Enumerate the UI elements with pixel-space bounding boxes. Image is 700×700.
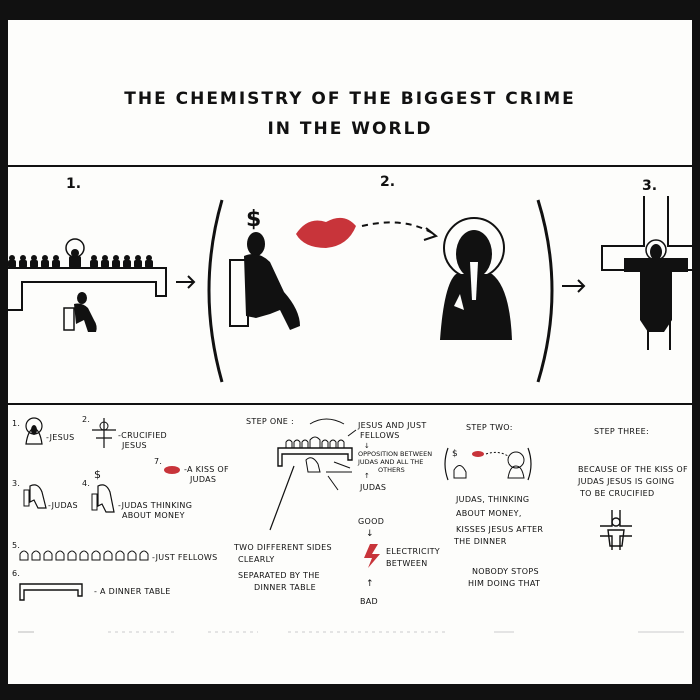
panel-2-kiss: $ xyxy=(207,199,586,383)
legend-crucified-icon xyxy=(92,418,116,448)
judas-figure-money xyxy=(229,232,300,330)
step-two-judas xyxy=(453,465,467,479)
dollar-sign-icon: $ xyxy=(246,207,261,232)
title-line-2: IN THE WORLD xyxy=(267,119,432,139)
legend-fellows-icon xyxy=(19,550,149,561)
step-one-fellows xyxy=(285,436,345,448)
step-three-heading: STEP THREE: xyxy=(594,427,649,436)
step-three-text-1: BECAUSE OF THE KISS OF xyxy=(578,465,688,474)
judas-figure-seated xyxy=(63,292,97,332)
electricity-label-2: BETWEEN xyxy=(386,559,428,568)
up-arrow-glyph: ↑ xyxy=(364,472,370,480)
legend-label-table: - A DINNER TABLE xyxy=(94,587,171,596)
legend-jesus-icon xyxy=(25,417,43,445)
legend-label-crucified: -CRUCIFIED xyxy=(118,431,167,440)
up-arrow-glyph-2: ↑ xyxy=(366,579,374,589)
title-line-1: THE CHEMISTRY OF THE BIGGEST CRIME xyxy=(124,89,575,109)
step-three-crucified-icon xyxy=(600,510,632,550)
step-two-jesus xyxy=(507,451,525,469)
legend-label-judas: -JUDAS xyxy=(48,501,78,510)
artwork: THE CHEMISTRY OF THE BIGGEST CRIME IN TH… xyxy=(8,89,692,633)
opposition-label-2: JUDAS AND ALL THE xyxy=(357,458,423,466)
bad-label: BAD xyxy=(360,597,378,606)
right-parenthesis xyxy=(536,199,554,383)
legend-num-2: 2. xyxy=(82,415,90,424)
step-two-text-1: JUDAS, THINKING xyxy=(455,495,529,504)
two-sides-label-1: TWO DIFFERENT SIDES xyxy=(233,543,332,552)
jesus-figure-haloed xyxy=(440,217,512,340)
paper-sheet: THE CHEMISTRY OF THE BIGGEST CRIME IN TH… xyxy=(8,20,692,684)
dashed-arrow xyxy=(361,221,435,235)
legend: 1. -JESUS 2. -CRUCIFIED JESUS 7. -A KISS… xyxy=(12,415,229,601)
fellows-row xyxy=(8,238,153,268)
legend-table-icon xyxy=(19,583,83,601)
legend-label-jesus: -JESUS xyxy=(46,433,75,442)
legend-num-3: 3. xyxy=(12,479,20,488)
step-one-heading: STEP ONE : xyxy=(246,417,294,426)
legend-num-5: 5. xyxy=(12,541,20,550)
nobody-label-1: NOBODY STOPS xyxy=(472,567,539,576)
legend-num-6: 6. xyxy=(12,569,20,578)
nobody-label-2: HIM DOING THAT xyxy=(468,579,540,588)
jesus-fellows-label-1: JESUS AND JUST xyxy=(357,421,427,430)
legend-num-1: 1. xyxy=(12,419,20,428)
legend-kiss-icon xyxy=(164,466,180,474)
legend-label-kiss-2: JUDAS xyxy=(189,475,216,484)
panel-number-3: 3. xyxy=(642,178,657,194)
step-one-judas xyxy=(305,457,321,473)
step-two-kiss-icon xyxy=(472,451,484,457)
step-two-text-3: KISSES JESUS AFTER xyxy=(456,525,543,534)
legend-dollar-icon: $ xyxy=(94,468,101,481)
legend-judas-icon xyxy=(23,484,47,509)
kiss-lips-icon xyxy=(296,217,356,248)
legend-num-4: 4. xyxy=(82,479,90,488)
step-two-text-4: THE DINNER xyxy=(453,537,507,546)
left-parenthesis xyxy=(207,199,224,383)
arrow-right-icon-2 xyxy=(562,279,586,293)
legend-label-fellows: -JUST FELLOWS xyxy=(152,553,218,562)
panel-number-1: 1. xyxy=(66,176,81,192)
pointer-line-1 xyxy=(269,465,295,531)
step-two-text-2: ABOUT MONEY, xyxy=(456,509,522,518)
jesus-fellows-label-2: FELLOWS xyxy=(360,431,400,440)
down-arrow-glyph-2: ↓ xyxy=(366,529,374,539)
separated-label-1: SEPARATED BY THE xyxy=(238,571,320,580)
good-label: GOOD xyxy=(358,517,384,526)
step-two-dollar-icon: $ xyxy=(452,449,458,459)
step-three: STEP THREE: BECAUSE OF THE KISS OF JUDAS… xyxy=(577,427,688,550)
opposition-label-1: OPPOSITION BETWEEN xyxy=(358,450,432,458)
legend-label-kiss: -A KISS OF xyxy=(184,465,229,474)
bracket xyxy=(309,418,345,425)
legend-judas-money-icon xyxy=(91,484,115,513)
opposition-label-3: OTHERS xyxy=(378,466,405,474)
lightning-bolt-icon xyxy=(364,544,380,568)
step-one-table xyxy=(277,447,353,467)
step-two: STEP TWO: $ JUDAS, THINKING ABOUT MONEY,… xyxy=(444,423,543,588)
electricity-label-1: ELECTRICITY xyxy=(386,547,440,556)
legend-label-crucified-2: JESUS xyxy=(121,441,147,450)
step-three-text-3: TO BE CRUCIFIED xyxy=(579,489,654,498)
judas-label: JUDAS xyxy=(359,483,386,492)
step-three-text-2: JUDAS JESUS IS GOING xyxy=(577,477,674,486)
legend-num-7: 7. xyxy=(154,457,162,466)
down-arrow-glyph: ↓ xyxy=(364,442,370,450)
arrow-right-icon xyxy=(176,275,196,289)
panel-number-2: 2. xyxy=(380,174,395,190)
panel-3-crucifixion xyxy=(601,196,692,350)
step-two-heading: STEP TWO: xyxy=(466,423,513,432)
two-sides-label-2: CLEARLY xyxy=(238,555,275,564)
crucified-figure xyxy=(624,258,688,332)
legend-label-thinking-2: ABOUT MONEY xyxy=(122,511,185,520)
panel-1-last-supper xyxy=(8,238,196,332)
step-one: STEP ONE : JESUS AND JUST FELLOWS ↓ OPPO… xyxy=(233,417,440,606)
halo-icon xyxy=(65,238,85,258)
dinner-table xyxy=(8,267,167,311)
arrow-head-icon xyxy=(423,227,439,241)
legend-label-thinking: -JUDAS THINKING xyxy=(118,501,192,510)
separated-label-2: DINNER TABLE xyxy=(254,583,316,592)
